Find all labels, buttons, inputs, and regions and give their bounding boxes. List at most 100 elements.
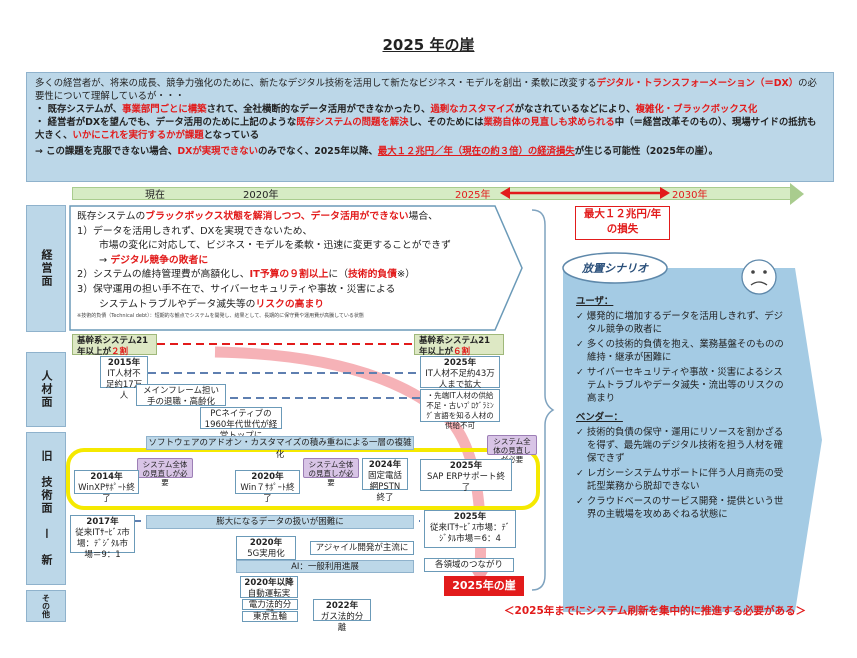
core-sys-right: 基幹系システム21 年以上が６割 [414,334,504,357]
core-sys-highlight: ２割 [111,347,129,357]
conclusion-highlight: 最大１２兆円／年（現在の約３倍）の経済損失 [377,146,575,157]
cliff-badge: 2025年の崖 [444,576,524,596]
row-label-tech: 旧 技術面 ー 新 [26,432,66,585]
tech-2024: 2024年 固定電話網PSTN終了 [362,458,408,503]
tech-addon-bar: ソフトウェアのアドオン・カスタマイズの積み重ねによる一層の複雑化 [146,436,414,460]
legacy-highlight-ring [66,448,540,510]
tech-year: 2025年 [453,512,487,522]
bullet-highlight: 既存システムの問題を解決 [296,117,409,128]
tech-year: 2024年 [368,460,402,470]
bullet-text: し、そのためには [408,117,484,128]
bullet-highlight: 事業部門ごとに構築 [122,104,207,115]
page-title: 2025 年の崖 [382,36,475,54]
intro-text-end: の必要性について理解しているが・・・ [35,78,817,102]
row-label-text: 経営面 [40,249,53,288]
tech-2020: 2020年 Win７ｻﾎﾟｰﾄ終了 [235,470,300,504]
scenario-user-item: ✓ サイバーセキュリティや事故・災害によるシステムトラブルやデータ滅失・流出等の… [576,367,784,404]
arrow-left-head [500,187,510,199]
mgmt-line: に（ [328,269,348,281]
scenario-vendor-item: ✓ 技術的負債の保守・運用にリソースを割かざるを得ず、最先端のデジタル技術を担う… [576,427,784,464]
bullet-highlight: 業務自体の見直しも求められる [483,117,615,128]
tech-need-1: システム全体の見直しが必要 [137,458,193,487]
other-olympic: 東京五輪 [242,611,298,622]
timeline-2030: 2030年 [672,190,708,201]
hr-2025: 2025年 IT人材不足約43万人まで拡大 [420,356,500,390]
tech-text: SAP ERPサポート終了 [426,472,506,493]
mgmt-text: 既存システムのブラックボックス状態を解消しつつ、データ活用ができない場合、 1）… [77,210,507,320]
mgmt-chevron-outline [69,205,523,331]
core-sys-text: 基幹系システム21 [77,336,149,346]
conclusion-highlight: DXが実現できない [177,146,259,157]
core-sys-highlight: ６割 [453,347,471,357]
scenario-user-item: ✓ 爆発的に増加するデータを活用しきれず、デジタル競争の敗者に [576,311,784,335]
hr-year: 2025年 [443,358,477,368]
conclusion-text: が生じる可能性（2025年の崖）。 [574,146,719,157]
bullet-text: となっている [203,130,260,141]
scenario-arrow-shape [563,268,822,612]
bullet-highlight: 過剰なカスタマイズ [430,104,515,115]
loss-text-1: 最大１２兆円/年 [583,208,662,220]
loss-box: 最大１２兆円/年 の損失 [575,206,670,240]
timeline-now: 現在 [145,190,165,201]
conclusion-text: のみでなく、2025年以降、 [258,146,378,157]
mgmt-highlight: 技術的負債 [348,269,397,281]
mgmt-arrow: → [99,254,108,266]
row-label-text: 旧 技術面 ー 新 [40,450,53,567]
bullet-text: 中（＝経営改革そのもの）、現場サイドの抵抗も大きく、 [35,117,817,141]
tech-2025: 2025年 SAP ERPサポート終了 [420,459,512,493]
footer-note: ＜2025年までにシステム刷新を集中的に推進する必要がある＞ [504,605,806,617]
mgmt-highlight: リスクの高まり [255,298,325,310]
mgmt-line: システムトラブルやデータ滅失等の [99,298,256,310]
hr-pc-native: PCネイティブの1960年代世代が経営トップに [200,407,282,441]
tech-year: 2014年 [90,472,123,482]
scenario-user-heading: ユーザ： [576,296,614,307]
intro-dx: デジタル・トランスフォーメーション（＝DX） [596,78,799,89]
tech-ai-bar: AI：一般利用進展 [236,560,414,573]
timeline-2020: 2020年 [243,190,279,201]
hr-2015: 2015年 IT人材不足約17万人 [100,356,148,401]
other-power: 電力法的分離 [242,599,298,619]
tech-text: 5G実用化 [247,549,285,559]
scenario-vendor-item: ✓ クラウドベースのサービス開発・提供という世界の主戦場を攻めあぐねる状態に [576,496,784,520]
scenario-cloud [562,252,668,284]
row-label-text: その他 [41,594,51,618]
hr-mainframe: メインフレーム担い手の退職・高齢化 [136,384,226,407]
tech-year: 2017年 [86,517,119,527]
hr-year: 2015年 [107,358,141,368]
other-gas: 2022年 ガス法的分離 [313,599,371,633]
tech-5g: 2020年 5G実用化 [236,536,296,560]
mgmt-note: ※技術的負債（Technical debt）：短期的な観点でシステムを開発し、結… [77,313,364,320]
core-sys-left: 基幹系システム21 年以上が２割 [72,334,157,357]
tech-need-top: システム全体の見直しが必要 [487,435,537,464]
bullet-text: ・ 既存システムが、 [35,104,123,115]
core-sys-text: 年以上が [419,347,454,357]
loss-text-2: の損失 [606,223,639,235]
mgmt-line: 3）保守運用の担い手不在で、サイバーセキュリティや事故・災害による [77,283,396,295]
tech-2025-market: 2025年 従来ITｻｰﾋﾞｽ市場：ﾃﾞｼﾞﾀﾙ市場＝6：4 [424,510,516,548]
row-label-mgmt: 経営面 [26,205,66,332]
scenario-brace [531,209,555,591]
bullet-text: ・ 経営者がDXを望んでも、データ活用のために上記のような [35,117,297,128]
hr-text: IT人材不足約43万人まで拡大 [425,369,495,390]
other-autonomous: 2020年以降 自動運転実用化 [240,576,298,610]
mgmt-line: 市場の変化に対応して、ビジネス・モデルを柔軟・迅速に変更することができず [99,240,451,252]
tech-agile: アジャイル開発が主流に [310,541,414,555]
tech-year: 2025年 [449,461,483,471]
other-text: ガス法的分離 [320,612,364,633]
mgmt-highlight: ブラックボックス状態を解消しつつ、データ活用ができない [145,211,409,222]
tech-data-bar: 膨大になるデータの扱いが困難に [146,515,414,529]
conclusion-text: → この課題を克服できない場合、 [35,146,178,157]
tech-year: 2020年 [251,472,284,482]
scenario-title: 放置シナリオ [582,262,648,275]
mgmt-line: 場合、 [408,211,438,222]
tech-2017: 2017年 従来ITｻｰﾋﾞｽ市場：ﾃﾞｼﾞﾀﾙ市場＝9：1 [70,515,135,560]
intro-panel: 多くの経営者が、将来の成長、競争力強化のために、新たなデジタル技術を活用して新た… [26,72,834,182]
tech-2014: 2014年 WinXPｻﾎﾟｰﾄ終了 [74,470,139,504]
mgmt-line: 1）データを活用しきれず、DXを実現できないため、 [77,225,313,237]
mgmt-line: ※） [396,269,415,281]
bullet-highlight: いかにこれを実行するかが課題 [72,130,204,141]
mgmt-highlight: IT予算の９割以上 [249,269,329,281]
tech-year: 2020年 [249,538,283,548]
bullet-highlight: 複雑化・ブラックボックス化 [635,104,758,115]
